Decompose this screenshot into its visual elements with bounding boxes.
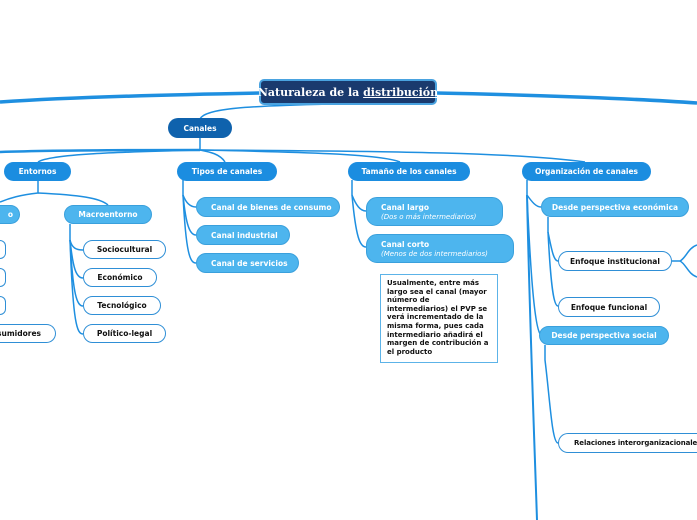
tipo-industrial[interactable]: Canal industrial [196, 225, 290, 245]
perspectiva-social-label: Desde perspectiva social [551, 331, 657, 340]
macroentorno-label: Macroentorno [78, 210, 138, 219]
macro-item-label: Económico [97, 273, 143, 282]
microentorno-label: o [7, 210, 13, 219]
enfoque-institucional[interactable]: Enfoque institucional [558, 251, 672, 271]
root-title-link[interactable]: distribución [363, 85, 439, 99]
perspectiva-economica[interactable]: Desde perspectiva económica [541, 197, 689, 217]
organizacion-node[interactable]: Organización de canales [522, 162, 651, 181]
tamano-node[interactable]: Tamaño de los canales [348, 162, 470, 181]
perspectiva-economica-label: Desde perspectiva económica [551, 202, 679, 212]
tipo-label: Canal de servicios [211, 258, 288, 268]
canales-label: Canales [183, 123, 217, 133]
micro-item-2[interactable] [0, 268, 6, 287]
microentorno-node[interactable]: o [0, 205, 20, 224]
relaciones-interorganizacionales[interactable]: Relaciones interorganizacionales [558, 433, 697, 453]
macro-item-economico[interactable]: Económico [83, 268, 157, 287]
canal-largo-subtitle: (Dos o más intermediarios) [381, 212, 477, 221]
root-title: Naturaleza de la distribución [257, 85, 439, 99]
micro-item-label: sumidores [0, 329, 41, 338]
tipos-node[interactable]: Tipos de canales [177, 162, 277, 181]
micro-item-3[interactable] [0, 296, 6, 315]
pvp-note: Usualmente, entre más largo sea el canal… [380, 274, 498, 363]
macro-item-tecnologico[interactable]: Tecnológico [83, 296, 161, 315]
tipo-servicios[interactable]: Canal de servicios [196, 253, 299, 273]
canal-corto-subtitle: (Menos de dos intermediarios) [381, 249, 488, 258]
enfoque-funcional[interactable]: Enfoque funcional [558, 297, 660, 317]
entornos-node[interactable]: Entornos [4, 162, 71, 181]
enfoque-label: Enfoque funcional [570, 302, 648, 312]
root-node[interactable]: Naturaleza de la distribución [257, 79, 439, 105]
canales-node[interactable]: Canales [168, 118, 232, 138]
tipos-label: Tipos de canales [191, 167, 263, 176]
macro-item-label: Sociocultural [96, 245, 153, 254]
macro-item-label: Tecnológico [97, 301, 147, 310]
canal-corto[interactable]: Canal corto (Menos de dos intermediarios… [366, 234, 514, 263]
tamano-label: Tamaño de los canales [361, 167, 457, 176]
tipo-label: Canal de bienes de consumo [211, 202, 332, 212]
macroentorno-node[interactable]: Macroentorno [64, 205, 152, 224]
canal-corto-title: Canal corto [381, 239, 430, 249]
enfoque-label: Enfoque institucional [570, 256, 660, 266]
relaciones-label: Relaciones interorganizacionales [574, 439, 697, 447]
canal-largo[interactable]: Canal largo (Dos o más intermediarios) [366, 197, 503, 226]
entornos-label: Entornos [18, 167, 57, 176]
macro-item-politico-legal[interactable]: Político-legal [83, 324, 166, 343]
micro-item-consumidores[interactable]: sumidores [0, 324, 56, 343]
macro-item-label: Político-legal [96, 329, 153, 338]
micro-item-1[interactable] [0, 240, 6, 259]
organizacion-label: Organización de canales [534, 167, 639, 176]
perspectiva-social[interactable]: Desde perspectiva social [539, 326, 669, 345]
tipo-bienes-consumo[interactable]: Canal de bienes de consumo [196, 197, 340, 217]
macro-item-sociocultural[interactable]: Sociocultural [83, 240, 166, 259]
tipo-label: Canal industrial [211, 230, 278, 240]
canal-largo-title: Canal largo [381, 202, 429, 212]
